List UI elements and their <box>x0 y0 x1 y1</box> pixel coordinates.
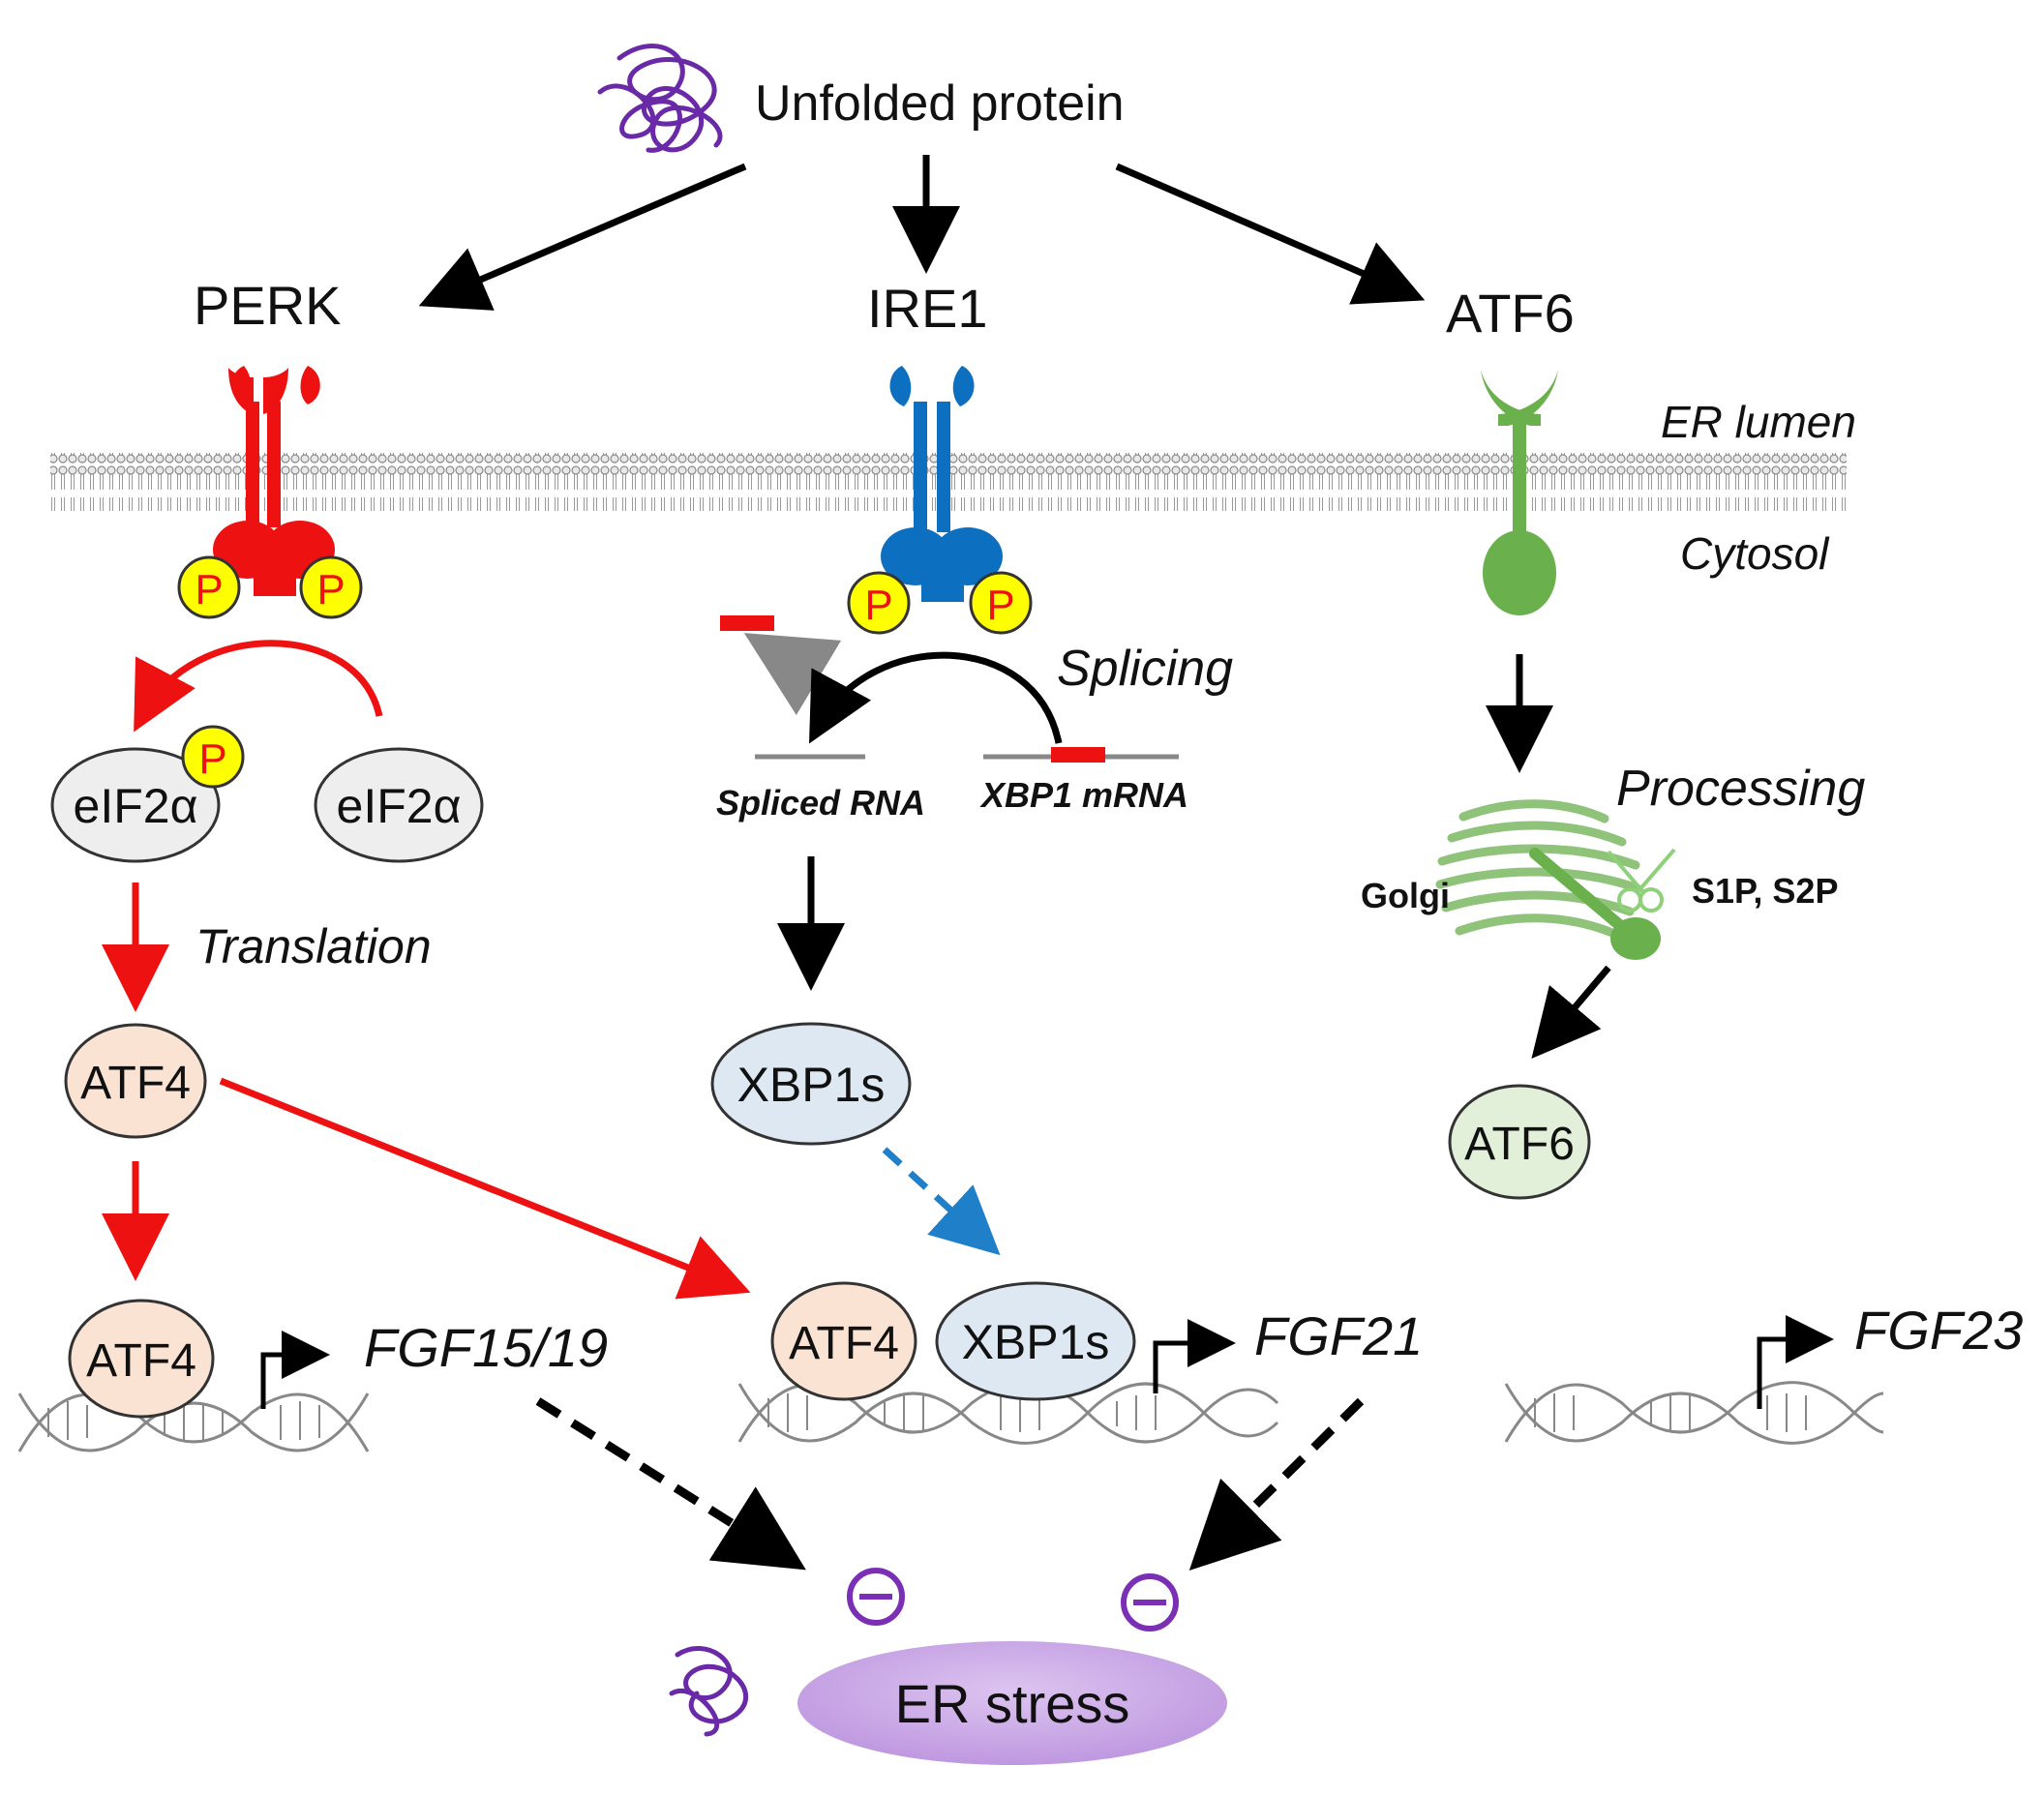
inhibit-icon-right <box>1121 1573 1179 1631</box>
perk-phosphorylation-arrow <box>134 640 383 733</box>
xbp1-intron-segment <box>1051 747 1105 763</box>
spliced-rna-label: Spliced RNA <box>716 783 925 823</box>
atf6-cleaved-icon <box>1529 848 1661 960</box>
fgf23-promoter-arrow <box>1757 1315 1834 1409</box>
svg-text:P: P <box>198 735 226 783</box>
unfolded-protein-icon <box>597 44 723 153</box>
excised-intron <box>720 615 774 631</box>
svg-text:ATF6: ATF6 <box>1464 1119 1575 1170</box>
svg-text:P: P <box>986 582 1014 629</box>
translation-label: Translation <box>195 919 432 973</box>
svg-text:XBP1s: XBP1s <box>962 1315 1110 1369</box>
s1p-s2p-label: S1P, S2P <box>1692 871 1838 911</box>
ire1-phospho-right: P <box>969 571 1033 635</box>
cytosol-label: Cytosol <box>1680 528 1830 579</box>
svg-text:ATF4: ATF4 <box>80 1058 191 1109</box>
svg-text:P: P <box>316 566 345 614</box>
er-stress-node: ER stress <box>797 1641 1227 1765</box>
er-lumen-label: ER lumen <box>1661 397 1856 447</box>
ire1-receptor-icon <box>881 366 1003 602</box>
eif2a-phosphorylated-node: eIF2α <box>50 747 221 863</box>
perk-label: PERK <box>194 275 342 336</box>
fgf15-19-gene-label: FGF15/19 <box>364 1317 608 1378</box>
svg-text:ER stress: ER stress <box>895 1673 1130 1734</box>
atf6-label: ATF6 <box>1446 283 1575 344</box>
svg-text:eIF2α: eIF2α <box>74 779 198 833</box>
splicing-arrow <box>808 651 1063 744</box>
arrow-to-perk <box>418 163 747 311</box>
eif2a-phospho-badge: P <box>181 725 245 789</box>
atf4-bound-node: ATF4 <box>68 1299 215 1419</box>
atf4-to-complex-arrow <box>219 1077 751 1300</box>
svg-text:eIF2α: eIF2α <box>337 779 462 833</box>
intron-release-arrow <box>743 633 842 715</box>
fgf15-promoter-arrow <box>260 1331 330 1409</box>
scissors-icon <box>1607 848 1676 913</box>
fgf23-gene-label: FGF23 <box>1854 1300 2023 1361</box>
dna-helix-3 <box>1504 1381 1884 1445</box>
xbp1s-complex-node: XBP1s <box>935 1281 1136 1401</box>
eif2a-node: eIF2α <box>314 747 484 863</box>
svg-text:P: P <box>864 582 892 629</box>
perk-phospho-right: P <box>299 555 363 619</box>
ire1-phospho-left: P <box>847 571 911 635</box>
atf6-receptor-icon <box>1481 370 1558 615</box>
dna-helix-1 <box>17 1392 370 1452</box>
arrow-to-atf6 <box>1115 163 1426 305</box>
processing-label: Processing <box>1616 761 1865 817</box>
atf6-active-node: ATF6 <box>1448 1084 1591 1200</box>
xbp1-mrna-label: XBP1 mRNA <box>979 775 1188 815</box>
inhibit-icon-left <box>847 1568 905 1626</box>
fgf15-19-to-er-stress-arrow <box>535 1397 806 1571</box>
perk-phospho-left: P <box>177 555 241 619</box>
fgf21-gene-label: FGF21 <box>1254 1305 1423 1366</box>
svg-text:XBP1s: XBP1s <box>737 1058 886 1112</box>
xbp1s-node: XBP1s <box>710 1022 912 1146</box>
svg-text:P: P <box>195 566 223 614</box>
unfolded-protein-label: Unfolded protein <box>755 75 1125 132</box>
xbp1s-to-complex-arrow <box>882 1147 1001 1256</box>
splicing-label: Splicing <box>1057 641 1233 697</box>
golgi-label: Golgi <box>1361 876 1450 915</box>
svg-text:ATF4: ATF4 <box>789 1318 899 1369</box>
svg-text:ATF4: ATF4 <box>86 1335 196 1387</box>
atf4-complex-node: ATF4 <box>770 1281 917 1401</box>
atf4-node: ATF4 <box>64 1023 207 1139</box>
unfolded-protein-small-icon <box>669 1646 749 1737</box>
fgf21-to-er-stress-arrow <box>1188 1397 1365 1571</box>
atf6-release-arrow <box>1531 965 1611 1060</box>
ire1-label: IRE1 <box>867 278 988 339</box>
fgf21-promoter-arrow <box>1153 1319 1236 1393</box>
